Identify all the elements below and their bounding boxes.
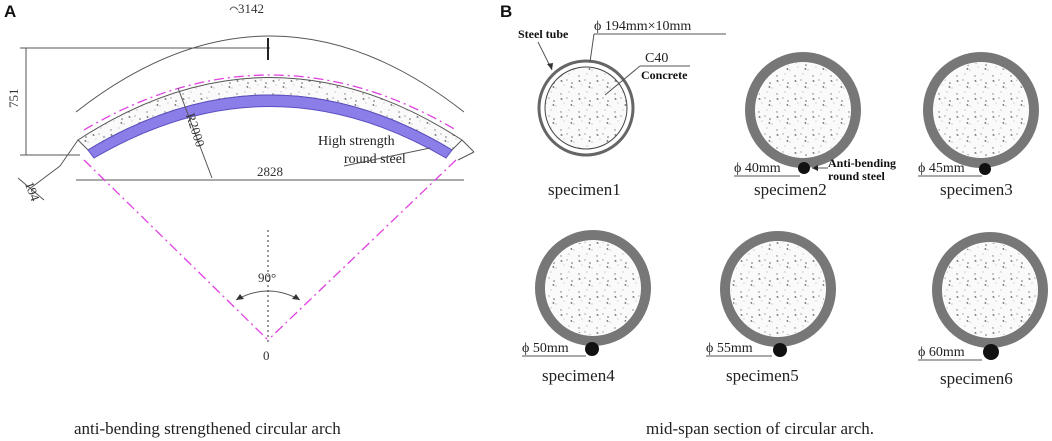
specimen3-outer-ring <box>923 52 1039 168</box>
specimen2-concrete-core <box>756 63 850 157</box>
concrete-grade-label: C40 <box>645 51 668 66</box>
angle-arrow-left-icon <box>236 294 244 300</box>
height-label: 751 <box>6 89 21 109</box>
arch-left-end <box>59 139 79 167</box>
specimen5-outer-ring <box>720 231 836 347</box>
tube-dim-label: ϕ 194mm×10mm <box>594 19 691 34</box>
specimen3-name: specimen3 <box>940 180 1013 199</box>
anti-bending-label-1: Anti-bending <box>828 156 896 170</box>
specimen3-concrete-core <box>934 63 1028 157</box>
arch-right-end-cap <box>457 151 475 161</box>
specimen4-name: specimen4 <box>542 366 615 385</box>
specimen3-bar-label: ϕ 45mm <box>918 161 965 176</box>
round-steel-band <box>87 94 453 159</box>
width-dim-line <box>17 177 45 201</box>
specimen1-outer-ring <box>537 59 635 157</box>
radius-leader-line <box>177 87 213 179</box>
span-label: 2828 <box>257 164 283 179</box>
width-label: 194 <box>22 180 43 204</box>
specimen5-bar-label: ϕ 55mm <box>706 341 753 356</box>
steel-tube-arrow-icon <box>547 63 553 70</box>
arch-right-end <box>461 139 475 153</box>
caption-panel-b: mid-span section of circular arch. <box>646 419 874 438</box>
specimen2-round-steel-bar <box>798 162 810 174</box>
panel-b-letter: B <box>500 2 512 21</box>
width-ext-line <box>27 165 61 191</box>
specimen5-name: specimen5 <box>726 366 799 385</box>
specimen2-section <box>745 52 861 174</box>
arc-length-label: 3142 <box>238 1 264 16</box>
left-radial-line <box>83 159 269 341</box>
steel-label-leader <box>343 147 431 167</box>
caption-panel-a: anti-bending strengthened circular arch <box>74 419 341 438</box>
concrete-leader <box>604 65 641 96</box>
concrete-label: Concrete <box>641 68 688 82</box>
specimen6-concrete-core <box>943 243 1037 337</box>
specimen3-round-steel-bar <box>979 163 991 175</box>
specimen4-section <box>535 230 651 356</box>
steel-label-line1: High strength <box>318 134 395 149</box>
specimen6-bar-label: ϕ 60mm <box>918 345 965 360</box>
specimen5-round-steel-bar <box>773 343 787 357</box>
specimen6-section <box>932 232 1048 360</box>
specimen6-outer-ring <box>932 232 1048 348</box>
specimen2-bar-label: ϕ 40mm <box>734 161 781 176</box>
arc-symbol-icon <box>229 6 239 11</box>
specimen1-name: specimen1 <box>548 180 621 199</box>
specimen4-bar-label: ϕ 50mm <box>522 341 569 356</box>
center-label: 0 <box>263 348 270 363</box>
arc-length-dim-line <box>75 35 465 113</box>
angle-label: 90° <box>258 270 276 285</box>
specimen6-name: specimen6 <box>940 369 1013 388</box>
specimen5-concrete-core <box>731 242 825 336</box>
steel-tube-label: Steel tube <box>518 27 569 41</box>
anti-bending-label-2: round steel <box>828 169 885 183</box>
specimen3-section <box>923 52 1039 175</box>
tube-dim-leader <box>589 33 595 63</box>
radius-label: R2000 <box>183 111 208 149</box>
angle-arrow-right-icon <box>292 294 300 300</box>
specimen4-concrete-core <box>546 241 640 335</box>
panel-a-letter: A <box>4 2 16 21</box>
anti-bending-arrow-icon <box>812 165 818 171</box>
specimen4-outer-ring <box>535 230 651 346</box>
specimen1-section <box>537 59 635 157</box>
arch-concrete-body <box>77 77 463 151</box>
specimen4-round-steel-bar <box>585 342 599 356</box>
specimen6-round-steel-bar <box>983 344 999 360</box>
specimen2-name: specimen2 <box>754 180 827 199</box>
specimen5-section <box>720 231 836 357</box>
specimen1-concrete-core <box>544 66 628 150</box>
right-radial-line <box>267 159 457 341</box>
